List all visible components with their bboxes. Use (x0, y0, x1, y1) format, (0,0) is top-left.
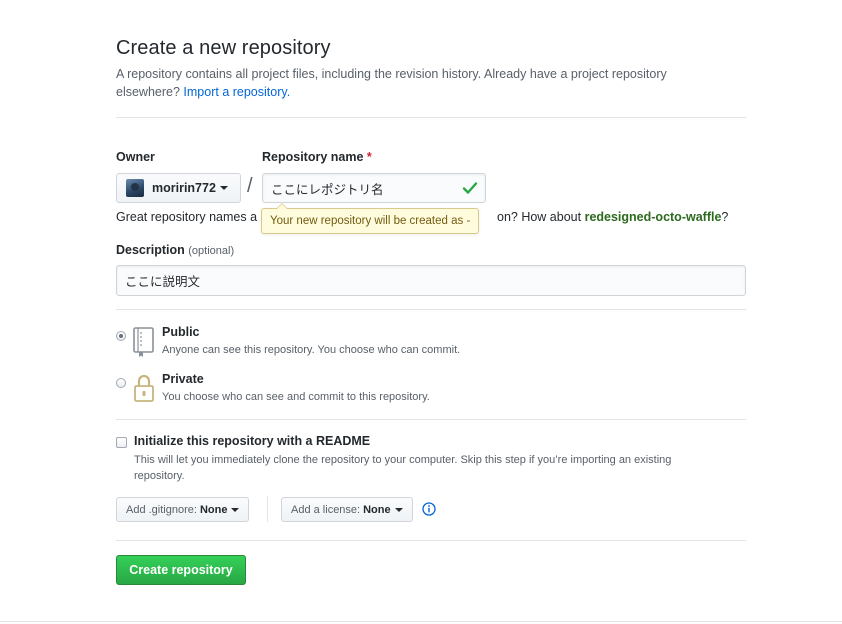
repo-book-icon (133, 327, 154, 357)
gitignore-label: Add .gitignore: (126, 503, 197, 516)
divider (116, 117, 746, 118)
owner-repo-separator: / (247, 175, 253, 197)
name-hint-end: ? (721, 210, 729, 224)
gitignore-value: None (199, 503, 228, 516)
avatar (126, 179, 144, 197)
owner-label: Owner (116, 150, 155, 164)
select-divider (267, 496, 268, 522)
name-hint-prefix: Great repository names a (116, 210, 258, 224)
name-hint-suffix: on? How about (497, 210, 582, 224)
chevron-down-icon (394, 507, 403, 512)
description-text: A repository contains all project files,… (116, 67, 667, 99)
lock-icon (134, 374, 154, 402)
repository-name-label: Repository name * (262, 150, 372, 164)
chevron-down-icon (231, 507, 240, 512)
footer-divider (0, 621, 842, 622)
required-mark: * (366, 150, 372, 164)
description-input[interactable] (116, 265, 746, 296)
license-label: Add a license: (291, 503, 361, 516)
chevron-down-icon (219, 186, 228, 190)
public-radio[interactable] (116, 331, 126, 341)
divider (116, 309, 746, 310)
gitignore-select[interactable]: Add .gitignore: None (116, 497, 250, 522)
private-note: You choose who can see and commit to thi… (162, 391, 430, 403)
license-value: None (363, 503, 391, 516)
page-title: Create a new repository (116, 37, 331, 59)
readme-checkbox[interactable] (116, 437, 127, 448)
owner-name: moririn772 (152, 181, 216, 195)
description-label-text: Description (116, 243, 185, 257)
divider (116, 419, 746, 420)
readme-note: This will let you immediately clone the … (134, 454, 672, 482)
name-suggestion-link[interactable]: redesigned-octo-waffle (584, 210, 722, 224)
license-select[interactable]: Add a license: None (281, 497, 413, 522)
private-radio[interactable] (116, 378, 126, 388)
create-repository-button[interactable]: Create repository (116, 555, 246, 585)
repository-name-tooltip: Your new repository will be created as - (261, 203, 480, 234)
name-hint: on? How about redesigned-octo-waffle? (497, 210, 728, 224)
owner-select[interactable]: moririn772 (116, 173, 241, 203)
private-title: Private (162, 372, 204, 386)
divider (116, 540, 746, 541)
repository-name-input[interactable] (262, 173, 486, 203)
public-title: Public (162, 325, 200, 339)
readme-title: Initialize this repository with a README (134, 434, 371, 448)
import-repository-link[interactable]: Import a repository. (183, 85, 291, 99)
repository-name-label-text: Repository name (262, 150, 364, 164)
description-label: Description (optional) (116, 243, 234, 257)
info-icon[interactable] (422, 502, 436, 516)
check-icon (462, 182, 478, 194)
optional-note: (optional) (188, 245, 235, 257)
public-note: Anyone can see this repository. You choo… (162, 344, 461, 356)
page-description: A repository contains all project files,… (116, 65, 726, 101)
